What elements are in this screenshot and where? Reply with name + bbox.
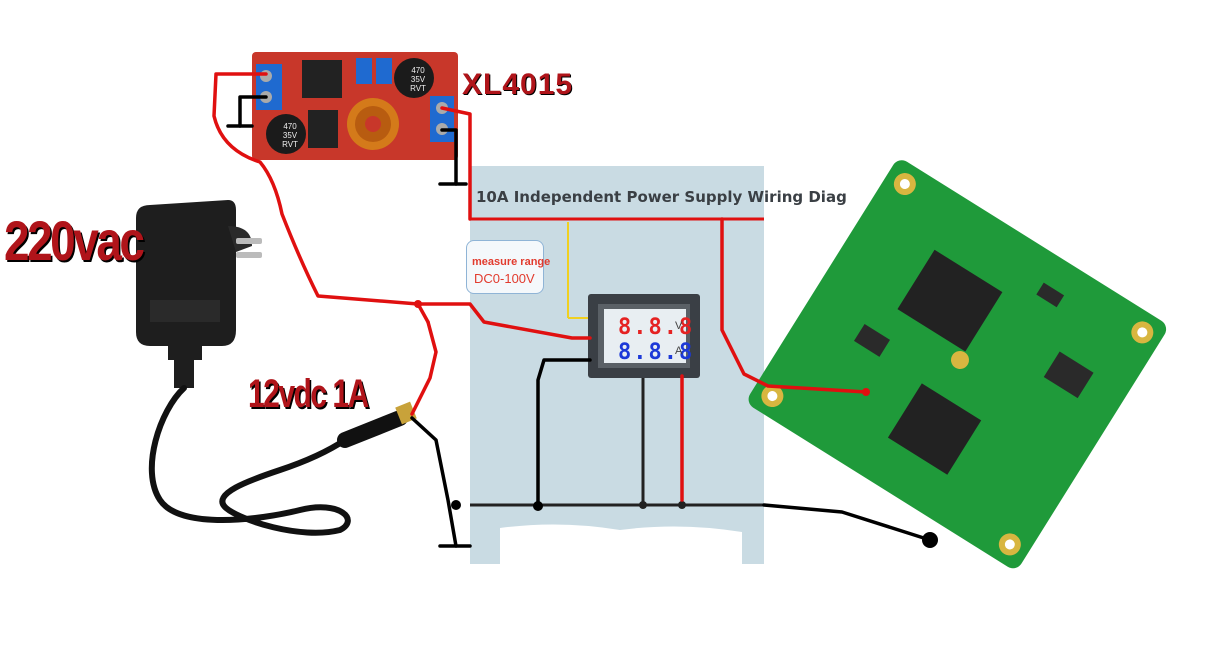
power-adapter	[136, 200, 417, 536]
camera-pcb	[748, 160, 1167, 569]
xl4015-module	[252, 52, 458, 160]
voltmeter-current-readout: 8.8.8	[618, 340, 695, 365]
label-xl4015: XL4015	[462, 68, 574, 101]
panel-title: 10A Independent Power Supply Wiring Diag	[476, 188, 847, 206]
measure-range-label: measure range	[472, 256, 551, 268]
measure-range-value: DC0-100V	[474, 271, 535, 286]
voltmeter-unit-v: V	[675, 320, 683, 332]
negative-wires	[226, 95, 932, 548]
label-12vdc: 12vdc 1A	[248, 372, 369, 416]
capacitor-label-top: 470 35V RVT	[410, 66, 426, 93]
capacitor-label-bottom: 470 35V RVT	[282, 122, 298, 149]
panel-torn-edge	[500, 524, 742, 564]
measure-range-bubble	[466, 240, 544, 294]
voltmeter-voltage-readout: 8.8.8	[618, 315, 695, 340]
voltmeter-unit-a: A	[675, 345, 683, 357]
positive-wires	[212, 72, 868, 502]
label-220vac: 220vac	[4, 209, 145, 272]
